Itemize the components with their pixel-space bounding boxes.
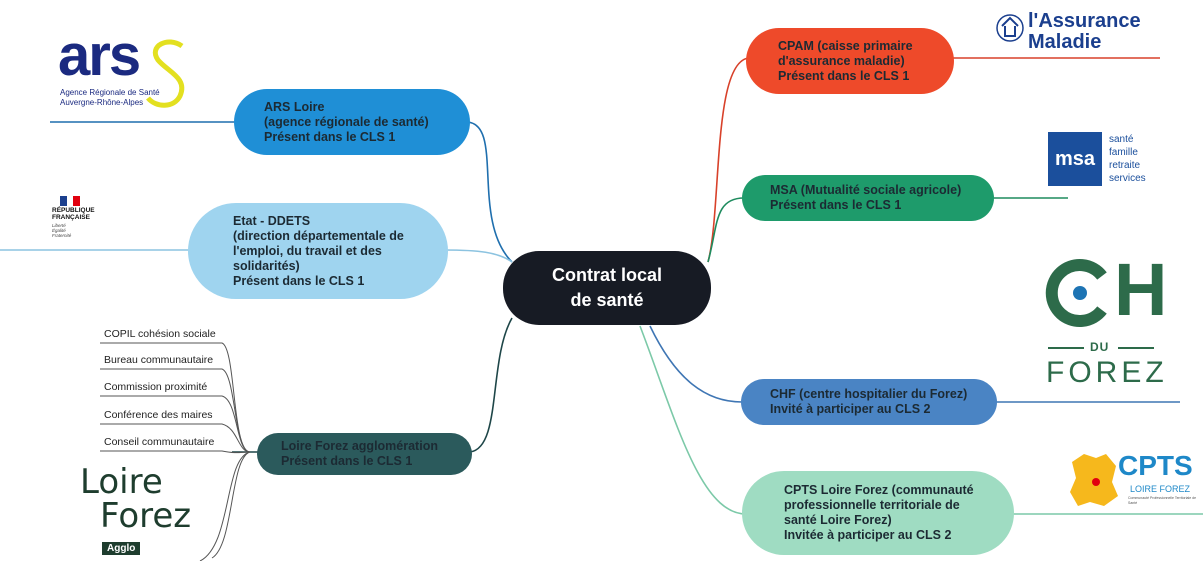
connector-chf	[649, 325, 1180, 403]
cpts-tiny: Communauté Professionnelle Territoriale …	[1128, 496, 1197, 505]
sub-item-bureau: Bureau communautaire	[104, 354, 214, 366]
node-ars: ARS Loire (agence régionale de santé) Pr…	[234, 89, 470, 155]
node-msa-text: MSA (Mutualité sociale agricole) Présent…	[770, 183, 962, 212]
rf-line2: FRANÇAISE	[52, 214, 90, 221]
loire-forez-logo: Loire Forez Agglo	[74, 462, 214, 558]
center-label: Contrat local de santé	[551, 265, 662, 310]
assurance-maladie-logo: l'Assurance Maladie	[994, 10, 1141, 54]
assurance-line1: l'Assurance	[1028, 10, 1141, 32]
ars-logo-swirl	[146, 39, 185, 108]
connector-loire	[232, 317, 513, 453]
ch-du-rule	[1048, 347, 1084, 349]
node-msa: MSA (Mutualité sociale agricole) Présent…	[742, 175, 994, 221]
sub-item-conseil: Conseil communautaire	[104, 436, 215, 448]
ars-logo-mark: ars	[58, 23, 141, 88]
sub-item-copil: COPIL cohésion sociale	[104, 328, 216, 340]
node-chf: CHF (centre hospitalier du Forez) Invité…	[741, 379, 997, 425]
ars-logo-line2: Auvergne-Rhône-Alpes	[60, 98, 144, 107]
node-cpts-text: CPTS Loire Forez (communauté professionn…	[784, 483, 974, 542]
cpts-logo: CPTS LOIRE FOREZ Communauté Professionne…	[1066, 450, 1200, 514]
cpts-map-icon	[1070, 454, 1118, 506]
ch-du: DU	[1090, 340, 1110, 354]
node-etat: Etat - DDETS (direction départementale d…	[188, 203, 448, 299]
sub-item-conference: Conférence des maires	[104, 409, 213, 421]
ars-logo-line1: Agence Régionale de Santé	[60, 88, 160, 97]
loire-forez-line2: Forez	[100, 496, 192, 536]
loire-forez-line1: Loire	[80, 462, 163, 502]
connector-cpam	[707, 57, 1160, 263]
republique-francaise-logo: RÉPUBLIQUE FRANÇAISE Liberté Égalité Fra…	[52, 196, 112, 244]
node-chf-text: CHF (centre hospitalier du Forez) Invité…	[770, 387, 968, 416]
msa-logo: msa santé famille retraite services	[1048, 132, 1158, 192]
msa-l2: famille	[1109, 147, 1138, 158]
sub-item-commission: Commission proximité	[104, 381, 208, 393]
msa-l4: services	[1109, 173, 1146, 184]
rf-line1: RÉPUBLIQUE	[52, 207, 95, 214]
ch-du-rule-right	[1118, 347, 1154, 349]
msa-mark: msa	[1048, 132, 1102, 186]
assurance-line2: Maladie	[1028, 31, 1102, 53]
center-node: Contrat local de santé	[503, 251, 711, 325]
assurance-maladie-icon	[996, 14, 1024, 42]
node-loire-forez: Loire Forez agglomération Présent dans l…	[257, 433, 472, 475]
msa-l3: retraite	[1109, 160, 1141, 171]
rf-line5: Fraternité	[52, 233, 72, 238]
node-ars-text: ARS Loire (agence régionale de santé) Pr…	[264, 99, 429, 144]
ars-logo: ars Agence Régionale de Santé Auvergne-R…	[58, 23, 198, 116]
ch-forez: FOREZ	[1046, 356, 1168, 389]
node-cpam: CPAM (caisse primaire d'assurance maladi…	[746, 28, 954, 94]
node-loire-forez-text: Loire Forez agglomération Présent dans l…	[281, 439, 438, 468]
sub-item-lines	[100, 342, 251, 561]
ch-h: H	[1114, 248, 1168, 331]
node-cpam-text: CPAM (caisse primaire d'assurance maladi…	[778, 38, 913, 83]
ch-c-icon	[1045, 259, 1107, 327]
msa-l1: santé	[1109, 134, 1134, 145]
node-etat-text: Etat - DDETS (direction départementale d…	[233, 213, 404, 288]
marianne-icon	[60, 196, 80, 206]
ch-du-forez-logo: H DU FOREZ	[1040, 248, 1180, 394]
connector-ars	[50, 121, 513, 263]
cpts-big: CPTS	[1118, 450, 1193, 481]
rf-line3: Liberté	[52, 223, 66, 228]
node-cpts: CPTS Loire Forez (communauté professionn…	[742, 471, 1014, 555]
connector-cpts	[639, 325, 1203, 515]
rf-line4: Égalité	[52, 228, 66, 233]
cpts-sub: LOIRE FOREZ	[1130, 484, 1191, 494]
loire-forez-badge: Agglo	[102, 542, 141, 555]
